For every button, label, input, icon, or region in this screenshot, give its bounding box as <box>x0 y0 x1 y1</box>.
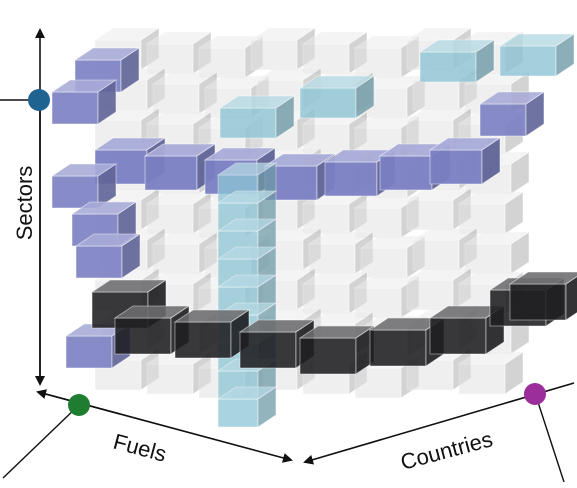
sector-slice-block <box>50 163 118 209</box>
background-block <box>457 191 525 235</box>
sector-slice-block <box>478 91 546 137</box>
country-row-block <box>508 271 577 321</box>
fuel-column-block <box>218 95 296 139</box>
sector-slice-block <box>143 143 217 191</box>
fuel-column-block <box>216 386 278 428</box>
background-block <box>457 351 525 395</box>
country-row-block <box>298 325 376 375</box>
fuel-column-block <box>298 75 376 119</box>
fuel-column-block <box>418 39 496 83</box>
sectors-marker <box>28 89 50 111</box>
fuels-axis-label: Fuels <box>111 429 169 467</box>
cube-blocks <box>50 27 577 428</box>
background-block <box>151 71 219 115</box>
fuel-column-block <box>216 274 278 316</box>
sectors-axis-label: Sectors <box>12 166 37 241</box>
sector-slice-block <box>50 79 118 125</box>
countries-leader-line <box>535 395 565 483</box>
fuels-leader-line <box>2 405 79 479</box>
country-row-block <box>173 309 251 359</box>
countries-marker <box>524 383 546 405</box>
background-block <box>463 231 531 275</box>
sector-slice-block <box>428 137 502 185</box>
fuels-marker <box>68 394 90 416</box>
fuel-column-block <box>498 33 576 77</box>
sector-slice-block <box>74 233 142 279</box>
countries-axis-label: Countries <box>398 426 495 475</box>
countries-axis: Countries <box>303 382 575 483</box>
sectors-axis: Sectors <box>0 28 50 386</box>
